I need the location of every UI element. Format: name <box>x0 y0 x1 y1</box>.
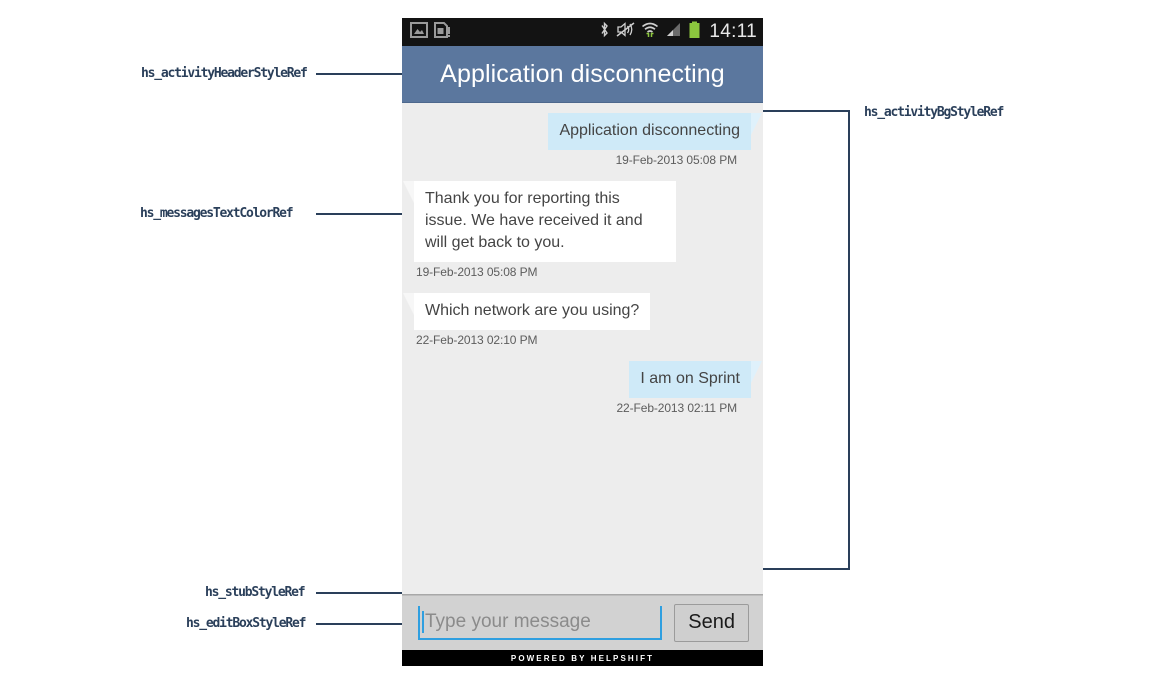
annotation-label-messages-text-color: hs_messagesTextColorRef <box>140 206 294 221</box>
send-button[interactable]: Send <box>674 604 749 642</box>
conversation-list[interactable]: Application disconnecting 19-Feb-2013 05… <box>402 103 763 583</box>
message-timestamp: 19-Feb-2013 05:08 PM <box>416 265 538 279</box>
bluetooth-icon <box>599 21 610 43</box>
message-timestamp: 19-Feb-2013 05:08 PM <box>615 153 738 167</box>
image-icon <box>410 21 428 43</box>
message-input[interactable]: Type your message <box>418 606 663 640</box>
status-bar-notifications <box>410 21 451 43</box>
message-item: I am on Sprint 22-Feb-2013 02:11 PM <box>414 361 762 415</box>
annotation-label-activity-bg: hs_activityBgStyleRef <box>864 105 1004 120</box>
wifi-icon <box>641 21 659 43</box>
page-title: Application disconnecting <box>440 59 725 88</box>
phone-screen: 14:11 Application disconnecting Applicat… <box>402 18 763 666</box>
annotation-bracket-activity-bg <box>763 110 850 570</box>
composer-bar: Type your message Send <box>402 595 763 650</box>
sim-card-alert-icon <box>433 21 451 43</box>
stub-divider <box>402 583 763 595</box>
powered-by-footer: POWERED BY HELPSHIFT <box>402 650 763 666</box>
text-caret <box>422 611 424 633</box>
status-bar: 14:11 <box>402 18 763 46</box>
message-item: Application disconnecting 19-Feb-2013 05… <box>414 113 762 167</box>
annotation-leader-messages-text-color <box>316 213 402 215</box>
signal-icon <box>665 21 682 43</box>
annotation-label-stub: hs_stubStyleRef <box>205 585 306 600</box>
message-input-placeholder: Type your message <box>425 611 591 632</box>
message-timestamp: 22-Feb-2013 02:11 PM <box>616 401 737 415</box>
volume-mute-icon <box>616 21 635 43</box>
message-bubble-incoming: Which network are you using? <box>402 293 651 330</box>
message-bubble-incoming: Thank you for reporting this issue. We h… <box>403 181 676 262</box>
annotation-label-activity-header: hs_activityHeaderStyleRef <box>141 66 308 81</box>
message-item: Which network are you using? 22-Feb-2013… <box>402 293 751 347</box>
battery-icon <box>688 21 701 44</box>
status-bar-indicators: 14:11 <box>599 21 757 44</box>
annotation-label-edit-box: hs_editBoxStyleRef <box>186 616 306 631</box>
powered-by-label: POWERED BY HELPSHIFT <box>510 653 655 663</box>
annotation-leader-stub <box>316 592 402 594</box>
message-item: Thank you for reporting this issue. We h… <box>403 181 751 279</box>
activity-header: Application disconnecting <box>402 46 763 103</box>
annotation-leader-edit-box <box>316 623 402 625</box>
message-bubble-outgoing: Application disconnecting <box>548 113 762 150</box>
message-timestamp: 22-Feb-2013 02:10 PM <box>416 333 538 347</box>
annotation-leader-activity-header <box>316 73 402 75</box>
status-bar-clock: 14:11 <box>709 21 757 42</box>
message-bubble-outgoing: I am on Sprint <box>629 361 762 398</box>
